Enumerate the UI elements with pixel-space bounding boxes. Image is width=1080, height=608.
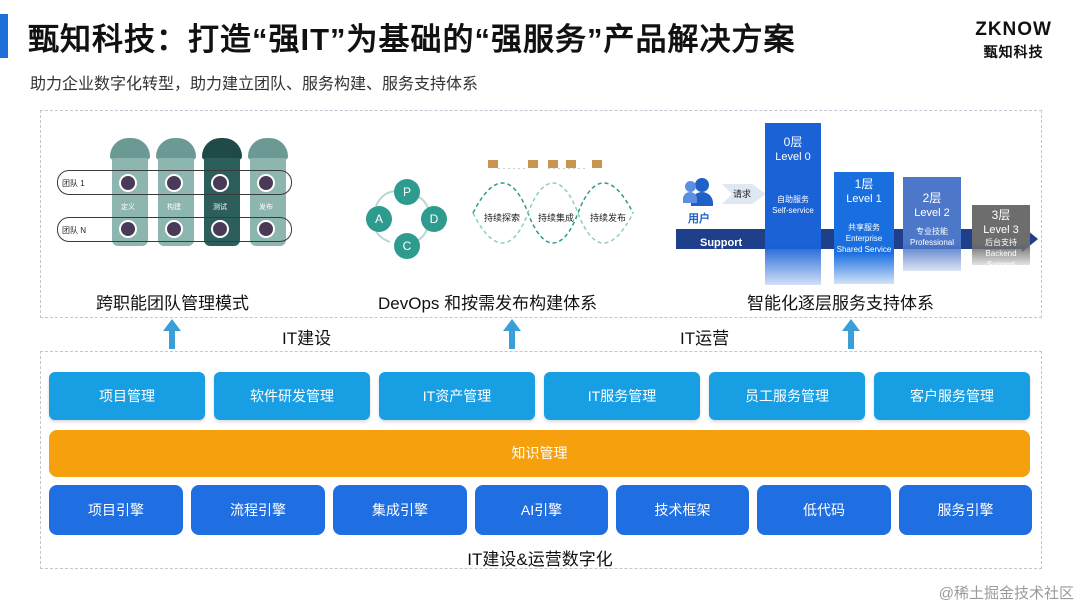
avatar: [211, 220, 229, 238]
silo-label: 定义: [121, 204, 135, 211]
module-employee-service-management: 员工服务管理: [709, 372, 865, 420]
up-arrow-icon: [503, 319, 521, 349]
level-en: Level 1: [846, 193, 882, 205]
engine-ai: AI引擎: [475, 485, 608, 535]
module-project-management: 项目管理: [49, 372, 205, 420]
silo-build: 构建: [156, 138, 196, 248]
support-label: Support: [700, 237, 743, 249]
wave-label-integrate: 持续集成: [538, 213, 575, 223]
knowledge-management-bar: 知识管理: [49, 430, 1030, 477]
user-label: 用户: [688, 213, 710, 225]
avatar: [211, 174, 229, 192]
logo-mark: ZKNOW: [975, 19, 1052, 40]
avatar: [165, 174, 183, 192]
level-name: 0层: [783, 135, 803, 149]
level-desc: 自助服务: [777, 195, 809, 204]
it-ops-label: IT运营: [680, 329, 730, 348]
support-panel-caption: 智能化逐层服务支持体系: [747, 294, 934, 313]
team-label-n: 团队 N: [62, 226, 86, 235]
engine-low-code: 低代码: [757, 485, 891, 535]
avatar: [165, 220, 183, 238]
module-customer-service-management: 客户服务管理: [874, 372, 1030, 420]
engine-project: 项目引擎: [49, 485, 183, 535]
team-row-n: [57, 217, 292, 242]
pdca-d: D: [421, 206, 447, 232]
pdca-p: P: [394, 179, 420, 205]
level-0-bar: 0层 Level 0 自助服务 Self-service: [765, 123, 821, 285]
user-icon: [683, 178, 715, 208]
silo-label: 构建: [167, 204, 181, 211]
wave-label-explore: 持续探索: [484, 213, 521, 223]
package-icon: [488, 160, 498, 168]
team-panel-caption: 跨职能团队管理模式: [96, 294, 249, 313]
it-build-label: IT建设: [282, 329, 332, 348]
level-desc-en: Backend Support: [985, 249, 1017, 269]
capability-panel-frame: [40, 110, 1042, 318]
package-icon: [566, 160, 576, 168]
continuous-delivery-waves: [472, 168, 634, 244]
level-en: Level 0: [775, 151, 811, 163]
level-desc-en: Enterprise Shared Service: [836, 234, 892, 254]
level-name: 2层: [922, 191, 942, 205]
level-desc: 后台支持: [985, 238, 1017, 247]
silo-label: 发布: [259, 204, 273, 211]
level-name: 1层: [854, 177, 874, 191]
team-label-1: 团队 1: [62, 179, 85, 188]
silo-label: 测试: [213, 204, 227, 211]
request-label: 请求: [733, 189, 752, 199]
level-name: 3层: [991, 208, 1011, 222]
engine-tech-framework: 技术框架: [616, 485, 749, 535]
pdca-c: C: [394, 233, 420, 259]
logo-subtitle: 甄知科技: [983, 44, 1044, 60]
page-title: 甄知科技：打造“强IT”为基础的“强服务”产品解决方案: [28, 22, 796, 57]
pdca-a: A: [366, 206, 392, 232]
platform-frame: [40, 351, 1042, 569]
up-arrow-icon: [842, 319, 860, 349]
wave-label-release: 持续发布: [590, 213, 627, 223]
module-it-asset-management: IT资产管理: [379, 372, 535, 420]
module-it-service-management: IT服务管理: [544, 372, 700, 420]
level-en: Level 3: [983, 224, 1019, 236]
level-desc: 专业技能: [916, 227, 948, 236]
page-subtitle: 助力企业数字化转型，助力建立团队、服务构建、服务支持体系: [30, 76, 479, 93]
engine-integration: 集成引擎: [333, 485, 467, 535]
company-logo: ZKNOW 甄知科技: [975, 20, 1052, 62]
level-desc-en: Self-service: [772, 206, 814, 215]
package-icon: [592, 160, 602, 168]
title-accent-bar: [0, 14, 8, 58]
request-arrow: [722, 184, 766, 204]
team-row-1: [57, 170, 292, 195]
silo-define: 定义: [110, 138, 150, 248]
engine-workflow: 流程引擎: [191, 485, 325, 535]
level-en: Level 2: [914, 207, 950, 219]
up-arrow-icon: [163, 319, 181, 349]
level-3-bar: 3层 Level 3 后台支持 Backend Support: [972, 205, 1030, 269]
avatar: [119, 174, 137, 192]
package-icon: [548, 160, 558, 168]
engine-service: 服务引擎: [899, 485, 1032, 535]
level-1-bar: 1层 Level 1 共享服务 Enterprise Shared Servic…: [834, 172, 894, 284]
level-2-bar: 2层 Level 2 专业技能 Professional: [903, 177, 961, 271]
watermark: @稀土掘金技术社区: [938, 585, 1074, 602]
silo-test: 测试: [202, 138, 242, 248]
module-software-dev-management: 软件研发管理: [214, 372, 370, 420]
level-desc-en: Professional: [909, 238, 955, 247]
avatar: [257, 174, 275, 192]
platform-caption: IT建设&运营数字化: [467, 550, 613, 569]
level-desc: 共享服务: [848, 223, 880, 232]
package-icon: [528, 160, 538, 168]
devops-panel-caption: DevOps 和按需发布构建体系: [378, 294, 598, 313]
avatar: [119, 220, 137, 238]
avatar: [257, 220, 275, 238]
